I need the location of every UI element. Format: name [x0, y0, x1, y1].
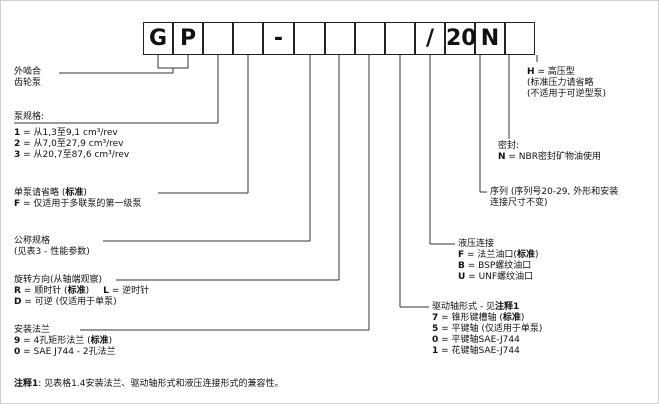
single-pump-block: 单泵请省略 (标准) F = 仅适用于多联泵的第一级泵	[14, 188, 141, 210]
pump-size-title: 泵规格:	[14, 112, 45, 122]
code-box-6	[294, 22, 325, 55]
flange-block: 安装法兰 9 = 4孔矩形法兰 (标准) 0 = SAE J744 - 2孔法兰	[14, 325, 116, 358]
code-box-8	[355, 22, 385, 55]
note-text: : 见表格1.4安装法兰、驱动轴形式和液压连接形式的兼容性。	[38, 379, 284, 389]
drive-shaft-block: 驱动轴形式 - 见注释1 7 = 锥形键槽轴 (标准) 5 = 平键轴 (仅适用…	[432, 302, 542, 357]
seal-block: 密封: N = NBR密封矿物油使用	[498, 141, 601, 163]
note-label: 注释1	[14, 379, 39, 389]
note-1: 注释1: 见表格1.4安装法兰、驱动轴形式和液压连接形式的兼容性。	[14, 379, 283, 390]
rotation-row1: R = 顺时针 (标准)L = 逆时针	[14, 286, 150, 296]
code-box-9	[385, 22, 415, 55]
code-box-2: P	[173, 22, 203, 55]
pump-size-row: 2 = 从7,0至27,9 cm³/rev	[14, 139, 124, 149]
high-pressure-line2: (标准压力请省略	[527, 78, 594, 88]
pump-size-block: 泵规格: 1 = 从1,3至9,1 cm³/rev 2 = 从7,0至27,9 …	[14, 112, 129, 161]
gear-pump-line1: 外啮合	[14, 67, 42, 77]
high-pressure-block: H = 高压型 (标准压力请省略 (不适用于可逆型泵)	[527, 67, 606, 100]
code-box-5: -	[263, 22, 294, 55]
flange-title: 安装法兰	[14, 325, 51, 335]
rotation-title: 旋转方向(从轴端观察)	[14, 275, 103, 285]
drive-shaft-row: 1 = 花键轴SAE-J744	[432, 346, 520, 356]
flange-row2: 0 = SAE J744 - 2孔法兰	[14, 347, 116, 357]
hydraulic-block: 液压连接 F = 法兰油口(标准) B = BSP螺纹油口 U = UNF螺纹油…	[458, 239, 538, 283]
gear-pump-label: 外啮合 齿轮泵	[14, 67, 41, 89]
series-line2: 连接尺寸不变)	[490, 198, 548, 208]
hydraulic-row: F = 法兰油口(标准)	[458, 250, 539, 260]
rotation-block: 旋转方向(从轴端观察) R = 顺时针 (标准)L = 逆时针 D = 可逆 (…	[14, 275, 149, 308]
code-box-10: /	[415, 22, 445, 55]
code-box-12: N	[475, 22, 505, 55]
code-box-3	[203, 22, 233, 55]
nominal-line1: 公称规格	[14, 236, 51, 246]
seal-row: N = NBR密封矿物油使用	[498, 152, 601, 162]
code-box-4	[233, 22, 263, 55]
seal-title: 密封:	[498, 141, 520, 151]
gear-pump-line2: 齿轮泵	[14, 78, 42, 88]
drive-shaft-row: 0 = 平键轴SAE-J744	[432, 335, 520, 345]
drive-shaft-row: 5 = 平键轴 (仅适用于单泵)	[432, 324, 543, 334]
series-block: 序列 (序列号20-29, 外形和安装 连接尺寸不变)	[490, 187, 618, 209]
drive-shaft-title: 驱动轴形式 - 见注释1	[432, 302, 520, 312]
nominal-line2: (见表3 - 性能参数)	[14, 247, 90, 257]
code-box-7	[325, 22, 355, 55]
pump-size-row: 3 = 从20,7至87,6 cm³/rev	[14, 150, 130, 160]
code-box-11: 20	[445, 22, 477, 55]
single-pump-row: F = 仅适用于多联泵的第一级泵	[14, 199, 142, 209]
code-box-13	[505, 22, 535, 55]
pump-size-row: 1 = 从1,3至9,1 cm³/rev	[14, 128, 118, 138]
hydraulic-row: U = UNF螺纹油口	[458, 272, 534, 282]
code-box-1: G	[143, 22, 173, 55]
high-pressure-row: H = 高压型	[527, 67, 575, 77]
hydraulic-row: B = BSP螺纹油口	[458, 261, 532, 271]
flange-row1: 9 = 4孔矩形法兰 (标准)	[14, 336, 113, 346]
series-line1: 序列 (序列号20-29, 外形和安装	[490, 187, 619, 197]
nominal-size-block: 公称规格 (见表3 - 性能参数)	[14, 236, 90, 258]
high-pressure-line3: (不适用于可逆型泵)	[527, 89, 607, 99]
drive-shaft-row: 7 = 锥形键槽轴 (标准)	[432, 313, 525, 323]
hydraulic-title: 液压连接	[458, 239, 495, 249]
single-pump-title: 单泵请省略 (标准)	[14, 188, 87, 198]
rotation-row2: D = 可逆 (仅适用于单泵)	[14, 297, 117, 307]
